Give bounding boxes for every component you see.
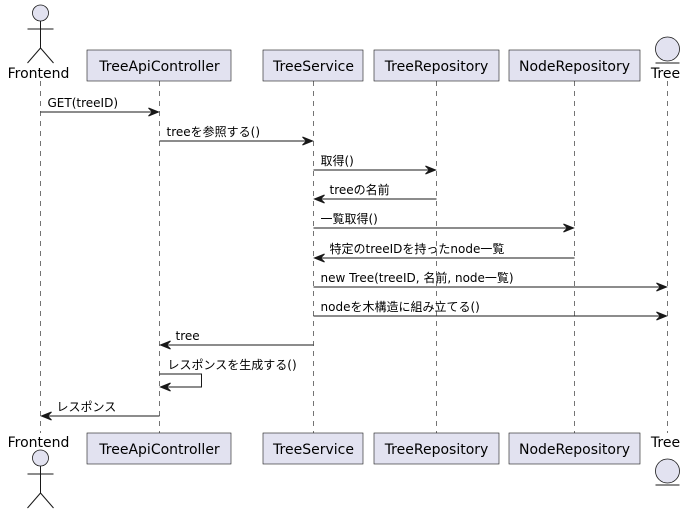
participant-label: TreeService (272, 59, 354, 75)
participant-ctrl-top: TreeApiController (86, 49, 232, 82)
participant-label: TreeApiController (98, 442, 220, 458)
participant-box (508, 49, 641, 82)
participant-label: TreeApiController (98, 59, 220, 75)
participant-ctrl-bottom: TreeApiController (86, 432, 232, 465)
arrow-head (40, 411, 52, 421)
arrow-head (148, 107, 160, 117)
message-label: 取得() (321, 153, 354, 168)
participant-frontend-top: Frontend (8, 4, 70, 82)
lifelines (40, 81, 668, 433)
arrow-head (425, 165, 437, 175)
participant-box (262, 432, 364, 465)
participant-label: TreeService (272, 442, 354, 458)
participant-label: Tree (650, 435, 680, 451)
message-label: treeを参照する() (167, 124, 261, 139)
participant-box (373, 49, 500, 82)
arrow-head (656, 282, 668, 292)
participant-nrepo-top: NodeRepository (508, 49, 641, 82)
message-label: レスポンス (57, 400, 117, 414)
arrow-head (313, 253, 325, 263)
message-label: 特定のtreeIDを持ったnode一覧 (330, 241, 505, 256)
message-8: nodeを木構造に組み立てる() (313, 299, 668, 321)
entity-icon-top (655, 36, 680, 64)
message-4: treeの名前 (313, 182, 437, 204)
participants: FrontendFrontendTreeApiControllerTreeApi… (8, 4, 680, 509)
message-label: nodeを木構造に組み立てる() (321, 299, 480, 314)
participant-label: Frontend (8, 435, 70, 451)
participant-label: TreeRepository (384, 59, 489, 75)
participant-frontend-bottom: Frontend (8, 435, 70, 509)
participant-svc-top: TreeService (262, 49, 364, 82)
arrow-head (302, 136, 314, 146)
participant-label: Tree (650, 66, 680, 82)
participant-box (86, 432, 232, 465)
arrow-head (563, 223, 575, 233)
actor-icon-bottom (27, 449, 54, 509)
message-label: GET(treeID) (48, 96, 119, 110)
message-label: tree (176, 329, 200, 343)
message-11: レスポンス (40, 400, 160, 421)
message-3: 取得() (313, 153, 437, 175)
message-label: レスポンスを生成する() (168, 358, 297, 372)
message-9: tree (159, 329, 314, 350)
participant-label: TreeRepository (384, 442, 489, 458)
participant-svc-bottom: TreeService (262, 432, 364, 465)
participant-tree-bottom: Tree (650, 435, 680, 486)
participant-label: Frontend (8, 66, 70, 82)
message-label: new Tree(treeID, 名前, node一覧) (321, 270, 514, 285)
actor-icon-top (27, 4, 54, 64)
message-1: GET(treeID) (40, 96, 160, 117)
arrow-head (159, 340, 171, 350)
participant-box (262, 49, 364, 82)
participant-box (373, 432, 500, 465)
participant-label: NodeRepository (519, 59, 630, 75)
arrow-head (656, 311, 668, 321)
message-5: 一覧取得() (313, 211, 575, 233)
message-6: 特定のtreeIDを持ったnode一覧 (313, 241, 575, 263)
message-label: treeの名前 (330, 182, 390, 197)
participant-box (508, 432, 641, 465)
message-7: new Tree(treeID, 名前, node一覧) (313, 270, 668, 292)
message-arrow (159, 373, 202, 388)
participant-trepo-top: TreeRepository (373, 49, 500, 82)
participant-nrepo-bottom: NodeRepository (508, 432, 641, 465)
participant-label: NodeRepository (519, 442, 630, 458)
entity-icon-bottom (655, 458, 680, 486)
message-label: 一覧取得() (321, 211, 378, 226)
participant-tree-top: Tree (650, 36, 680, 82)
participant-trepo-bottom: TreeRepository (373, 432, 500, 465)
participant-box (86, 49, 232, 82)
message-10: レスポンスを生成する() (159, 358, 297, 392)
message-2: treeを参照する() (159, 124, 314, 146)
arrow-head (313, 194, 325, 204)
arrow-head (159, 382, 171, 392)
